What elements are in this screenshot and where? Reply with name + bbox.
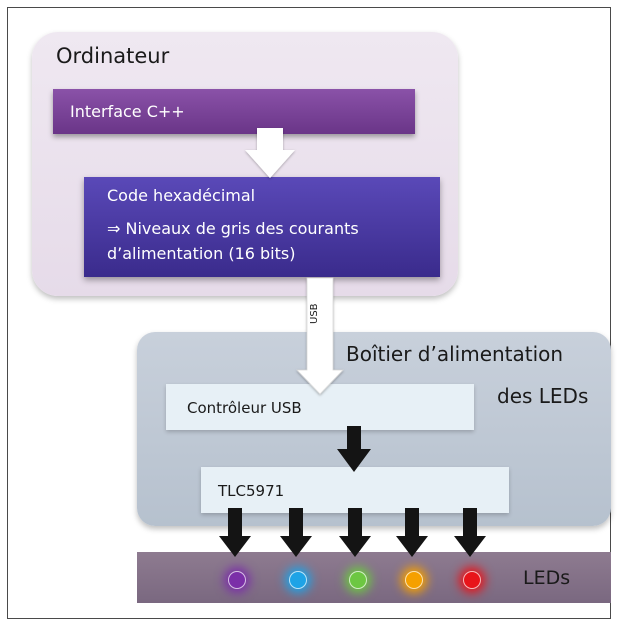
power-box-title-line2: des LEDs (497, 384, 589, 408)
power-box-title-line1: Boîtier d’alimentation (346, 342, 564, 366)
hex-code-line-2: ⇒ Niveaux de gris des courants (107, 219, 359, 238)
led-4 (405, 571, 423, 589)
led-3 (349, 571, 367, 589)
led-2 (289, 571, 307, 589)
interface-cpp-box (53, 89, 415, 134)
computer-title: Ordinateur (56, 44, 170, 68)
hex-code-box (84, 177, 440, 277)
hex-code-title: Code hexadécimal (107, 186, 256, 205)
hex-code-line-3: d’alimentation (16 bits) (107, 244, 296, 263)
tlc5971-box (201, 467, 509, 513)
usb-controller-label: Contrôleur USB (187, 399, 302, 417)
led-1 (228, 571, 246, 589)
usb-link-label: USB (309, 303, 320, 324)
figure-frame (7, 7, 611, 619)
interface-cpp-label: Interface C++ (70, 102, 185, 121)
leds-label: LEDs (523, 567, 571, 589)
leds-strip (137, 552, 611, 603)
tlc5971-label: TLC5971 (218, 482, 285, 500)
led-5 (463, 571, 481, 589)
